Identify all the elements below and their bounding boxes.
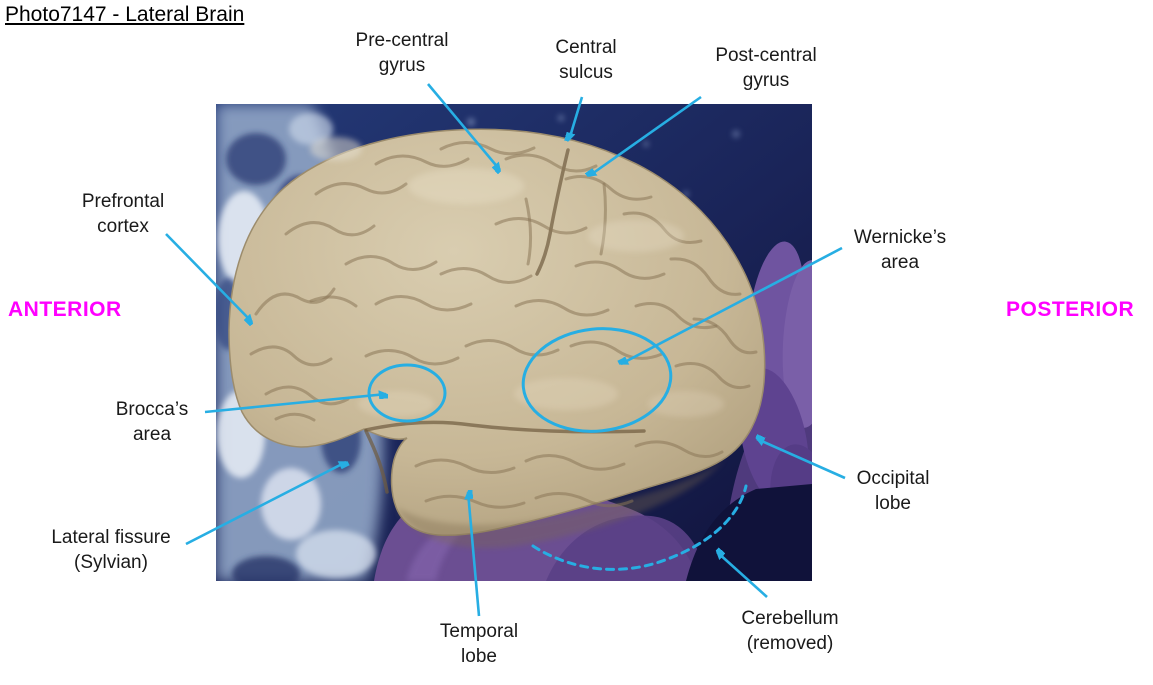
label-post-central-gyrus: Post-central gyrus: [715, 45, 817, 91]
label-broccas-area: Brocca’s area: [115, 399, 189, 445]
label-lateral-fissure: Lateral fissure (Sylvian): [51, 527, 171, 573]
label-central-sulcus: Central sulcus: [555, 37, 617, 83]
label-cerebellum: Cerebellum (removed): [741, 608, 839, 654]
label-temporal-lobe: Temporal lobe: [439, 621, 519, 667]
label-occipital-lobe: Occipital lobe: [856, 468, 930, 514]
page-title: Photo7147 - Lateral Brain: [5, 3, 245, 26]
label-pre-central-gyrus: Pre-central gyrus: [355, 30, 449, 76]
posterior-direction-label: POSTERIOR: [1006, 298, 1135, 321]
label-prefrontal-cortex: Prefrontal cortex: [81, 191, 165, 237]
brain-photo: [216, 104, 812, 581]
label-wernickes-area: Wernicke’s area: [853, 227, 947, 273]
anterior-direction-label: ANTERIOR: [8, 298, 122, 321]
